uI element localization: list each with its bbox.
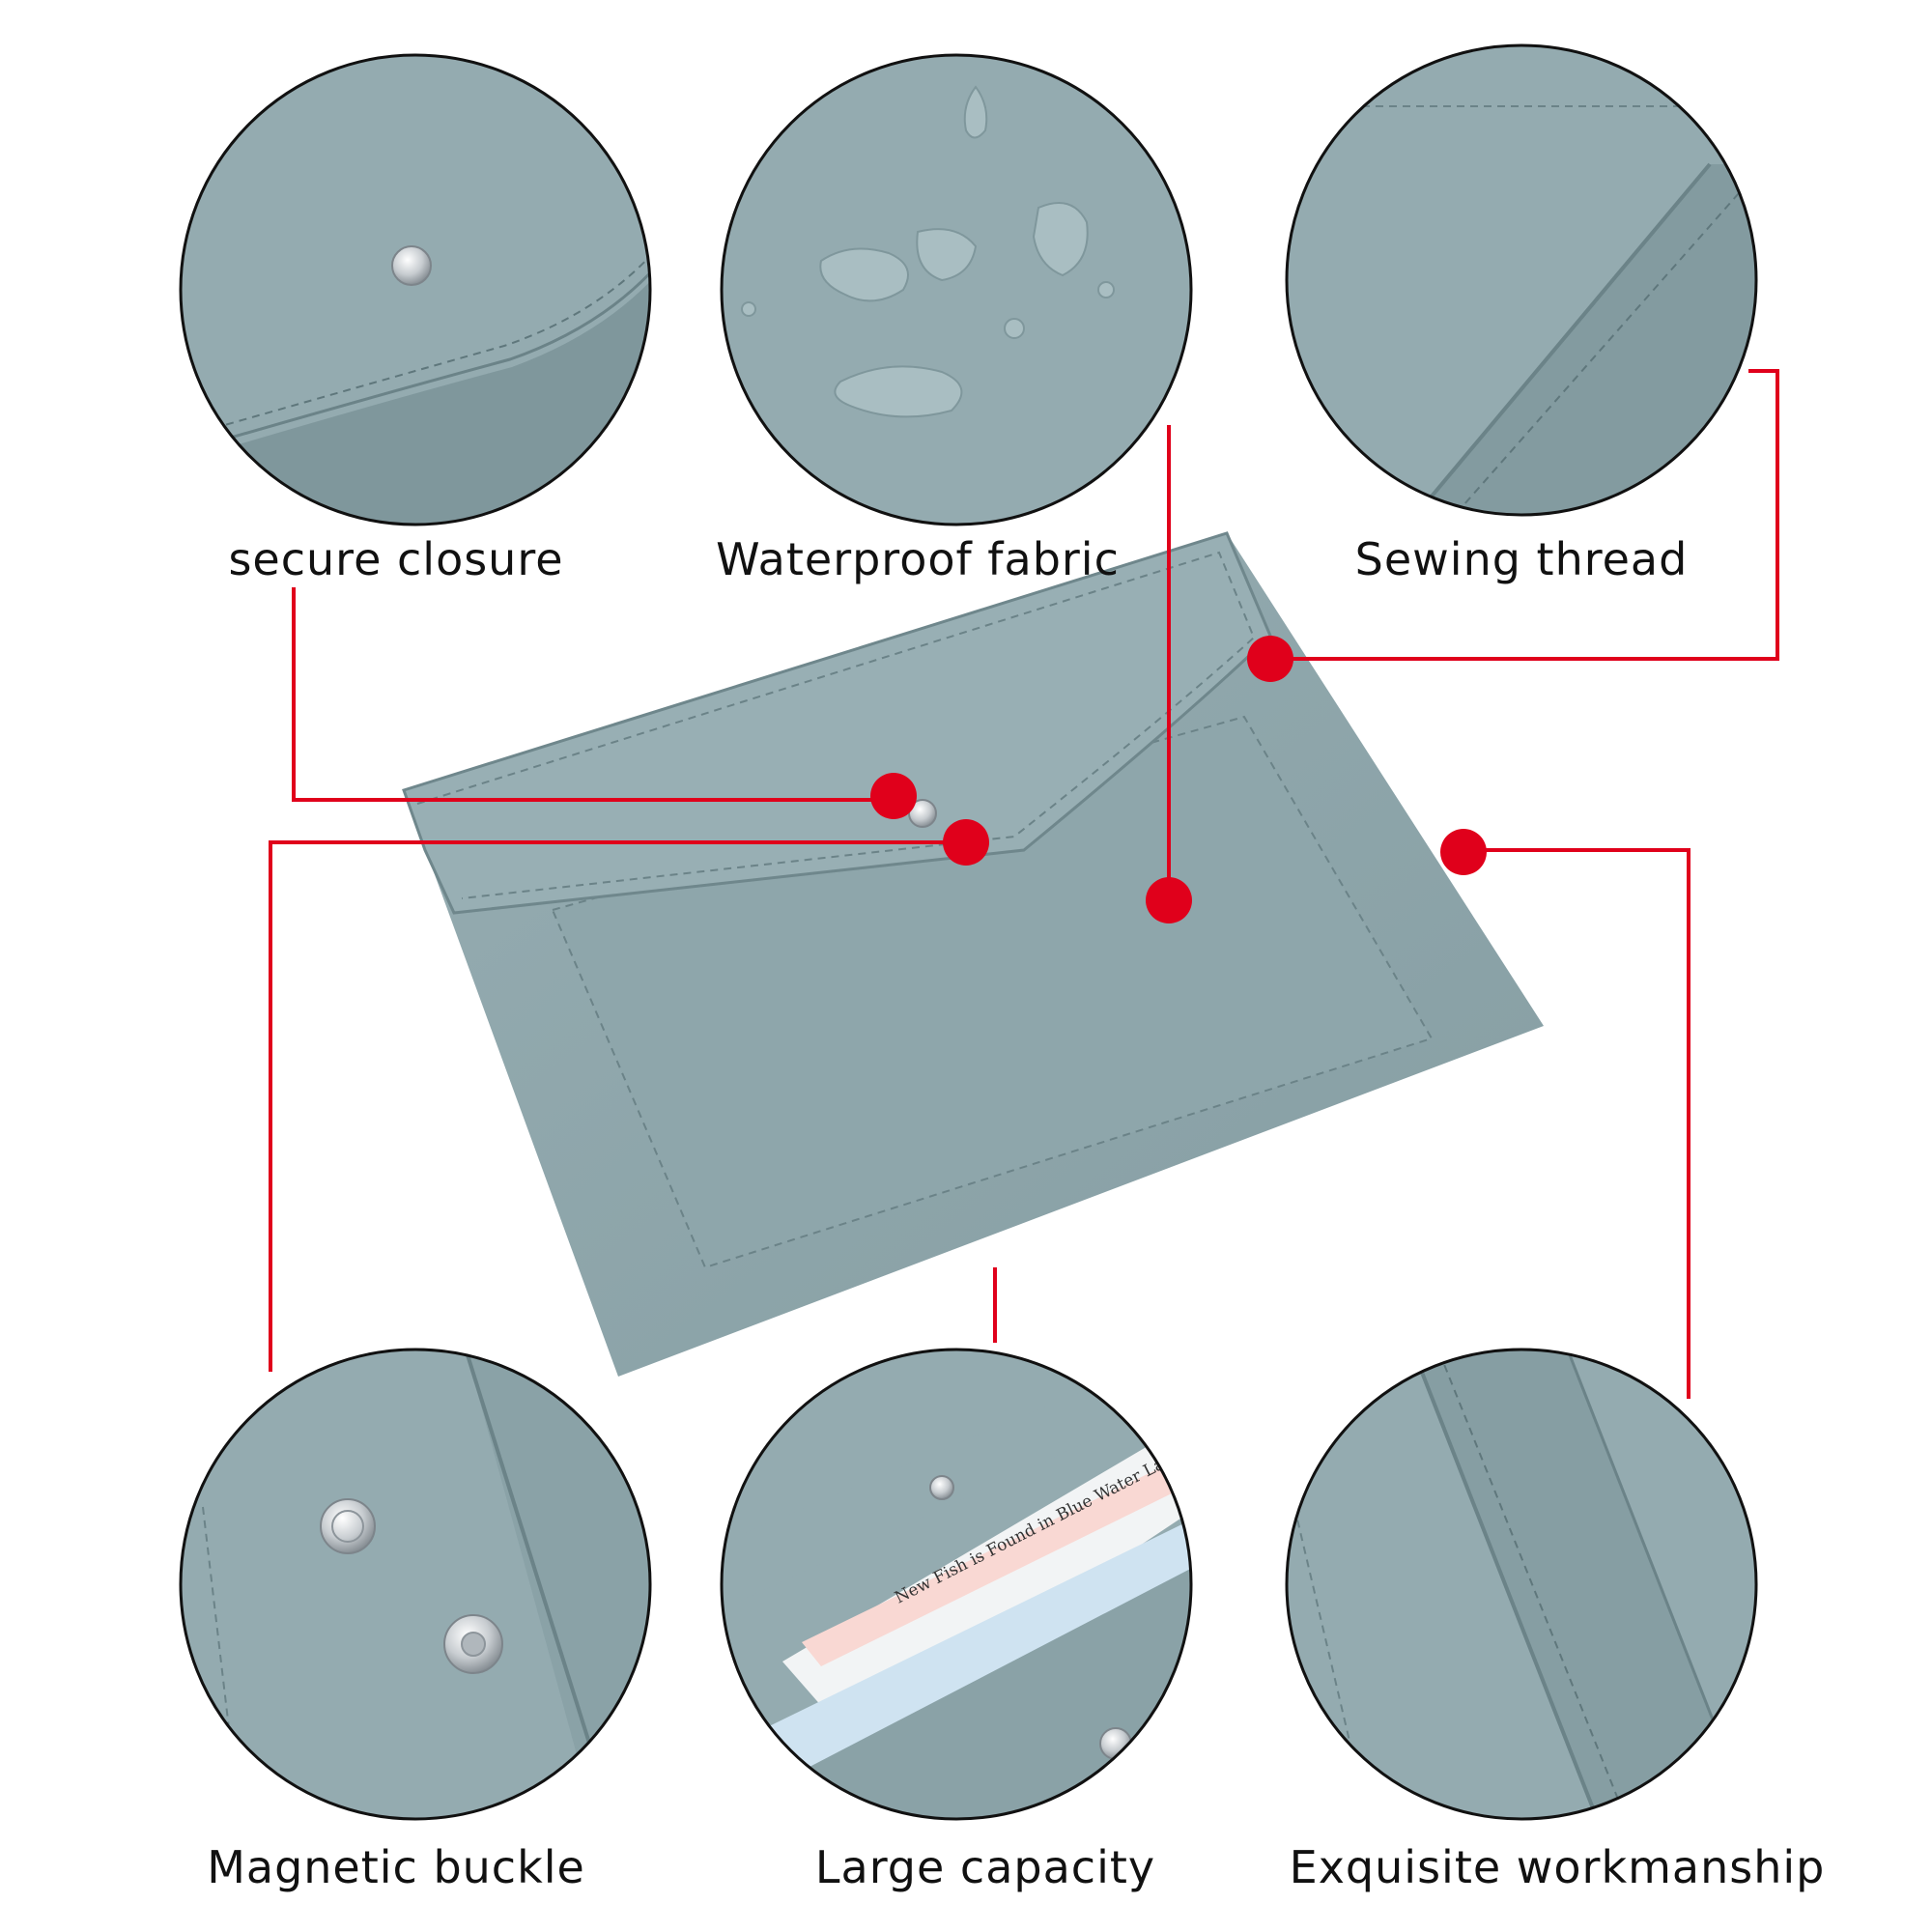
label-large-capacity: Large capacity [814,1841,1156,1893]
detail-circle-secure-closure [179,53,652,526]
capacity-snap-button [929,1475,954,1500]
water-droplet [963,85,988,139]
water-droplet [834,365,963,418]
callout-secure-closure-line [292,587,894,802]
label-secure-closure: secure closure [228,533,564,585]
flap-stitching [416,551,1256,899]
water-droplet [916,228,978,282]
callout-magnetic-buckle-line [269,840,966,1372]
callout-workmanship-line [1463,848,1690,1399]
dot-secure-closure [870,773,917,819]
detail-circle-workmanship [1285,1348,1758,1821]
callout-dots [870,636,1487,923]
document-insert [802,1468,1174,1666]
label-sewing-thread: Sewing thread [1354,533,1689,585]
dot-sewing-thread [1247,636,1293,682]
dot-workmanship [1440,829,1487,875]
callout-sewing-thread-line [1270,369,1779,661]
dot-waterproof [1146,877,1192,923]
magnet-male-button [320,1498,376,1554]
water-droplet [819,247,909,302]
label-magnetic-buckle: Magnetic buckle [207,1841,585,1893]
label-exquisite-workmanship: Exquisite workmanship [1289,1841,1826,1893]
detail-circle-magnetic-buckle [179,1348,652,1821]
envelope-folder [402,531,1544,1377]
detail-circle-waterproof [720,53,1193,526]
dot-magnetic-buckle [943,819,989,866]
label-waterproof-fabric: Waterproof fabric [716,533,1120,585]
detail-circle-large-capacity: New Fish is Found in Blue Water Lake [720,1348,1193,1821]
callout-lines [269,369,1779,1399]
snap-button [391,245,432,286]
flap-snap-button [908,799,937,828]
detail-circle-sewing-thread [1285,43,1758,517]
water-droplet [1032,202,1089,277]
